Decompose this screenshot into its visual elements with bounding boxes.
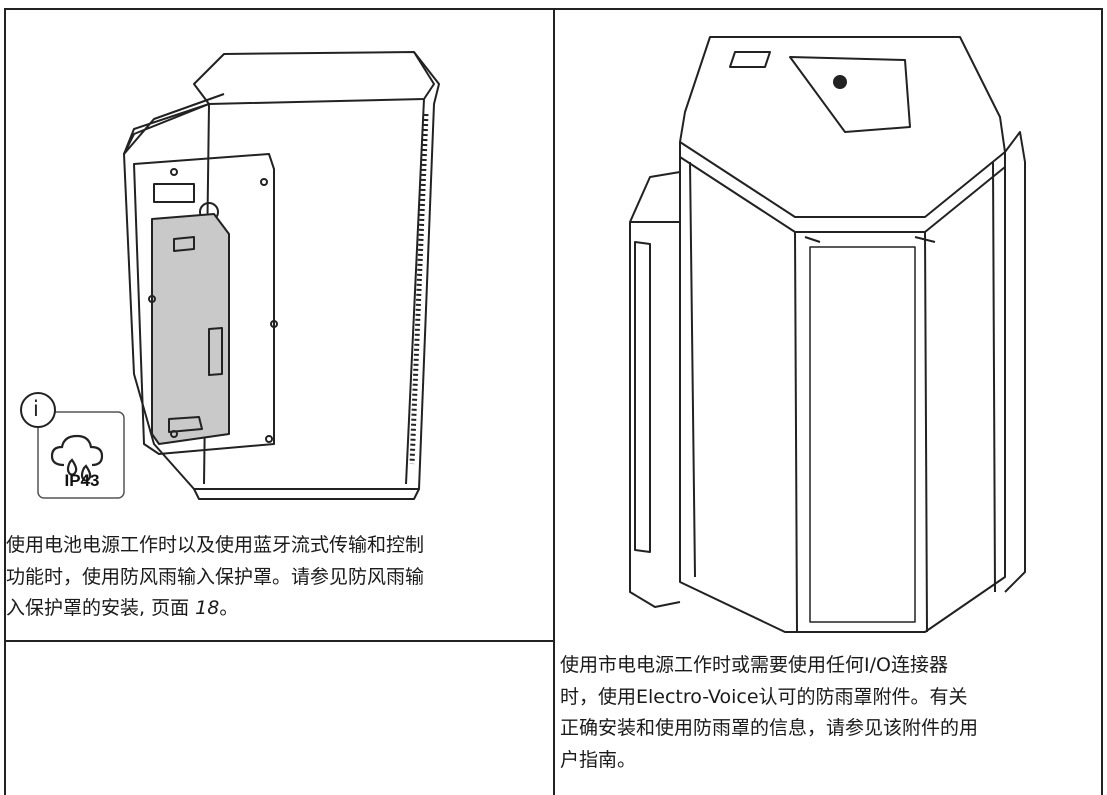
speaker-with-weather-cover-illustration	[123, 51, 440, 500]
right-caption-line-3: 正确安装和使用防雨罩的信息，请参见该附件的用	[560, 717, 979, 739]
left-caption-line-3-text: 入保护罩的安装, 页面	[6, 597, 196, 619]
ip43-label: IP43	[64, 471, 100, 490]
info-glyph: i	[33, 397, 39, 421]
right-caption-line-2: 时，使用Electro-Voice认可的防雨罩附件。有关	[560, 685, 968, 708]
table-left-border	[4, 8, 6, 795]
ip43-info-badge: i IP43	[14, 390, 129, 505]
table-column-divider	[553, 8, 555, 795]
left-caption-line-1: 使用电池电源工作时以及使用蓝牙流式传输和控制	[6, 534, 425, 556]
weather-rain-cloud-icon	[50, 434, 104, 482]
left-caption-line-3: 入保护罩的安装, 页面 18。	[6, 593, 551, 625]
right-cell: 使用市电电源工作时或需要使用任何I/O连接器 时，使用Electro-Voice…	[555, 10, 1103, 795]
right-caption-line-1: 使用市电电源工作时或需要使用任何I/O连接器	[560, 654, 948, 676]
speaker-with-rain-hood-illustration	[629, 36, 1026, 633]
left-caption-line-3-end: 。	[219, 597, 239, 619]
right-caption-line-4: 户指南。	[560, 748, 637, 771]
left-cell: i IP43 使用电池电源工作时以及使用蓝牙流式传输和控制 功能时，使用防风雨输…	[4, 10, 552, 795]
left-caption-line-2: 功能时，使用防风雨输入保护罩。请参见防风雨输	[6, 565, 425, 588]
page-reference-link[interactable]: 18	[195, 597, 220, 619]
left-cell-bottom-border	[4, 640, 555, 642]
table-right-border	[1101, 8, 1103, 795]
right-caption: 使用市电电源工作时或需要使用任何I/O连接器 时，使用Electro-Voice…	[560, 650, 1100, 776]
ip43-badge-frame	[20, 392, 125, 499]
left-caption: 使用电池电源工作时以及使用蓝牙流式传输和控制 功能时，使用防风雨输入保护罩。请参…	[6, 530, 551, 625]
